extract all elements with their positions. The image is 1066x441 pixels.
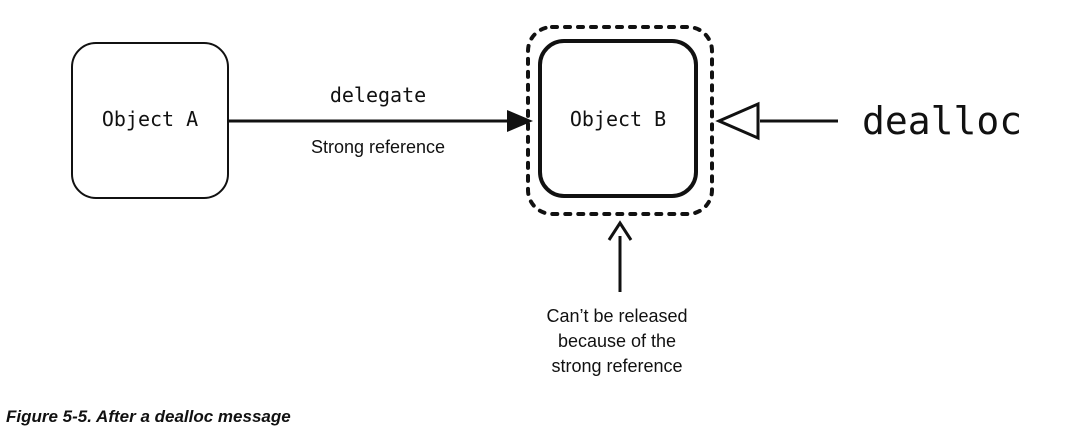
note-line-3: strong reference [551,356,682,376]
arrow-label-delegate: delegate [330,83,426,107]
strong-reference-arrow: delegate Strong reference [228,83,533,157]
note-line-1: Can’t be released [546,306,687,326]
dealloc-label: dealloc [862,99,1022,143]
dealloc-message-arrow [715,101,838,141]
object-b-dashed-outline [526,25,714,216]
release-note: Can’t be released because of the strong … [546,306,687,376]
arrow-label-strong-reference: Strong reference [311,137,445,157]
note-line-2: because of the [558,331,676,351]
object-a-label: Object A [102,107,198,131]
figure-caption: Figure 5-5. After a dealloc message [6,407,291,426]
object-b-node: Object B [538,39,698,198]
note-arrow [607,220,633,292]
object-b-label: Object B [570,107,666,131]
object-a-node: Object A [71,42,229,199]
